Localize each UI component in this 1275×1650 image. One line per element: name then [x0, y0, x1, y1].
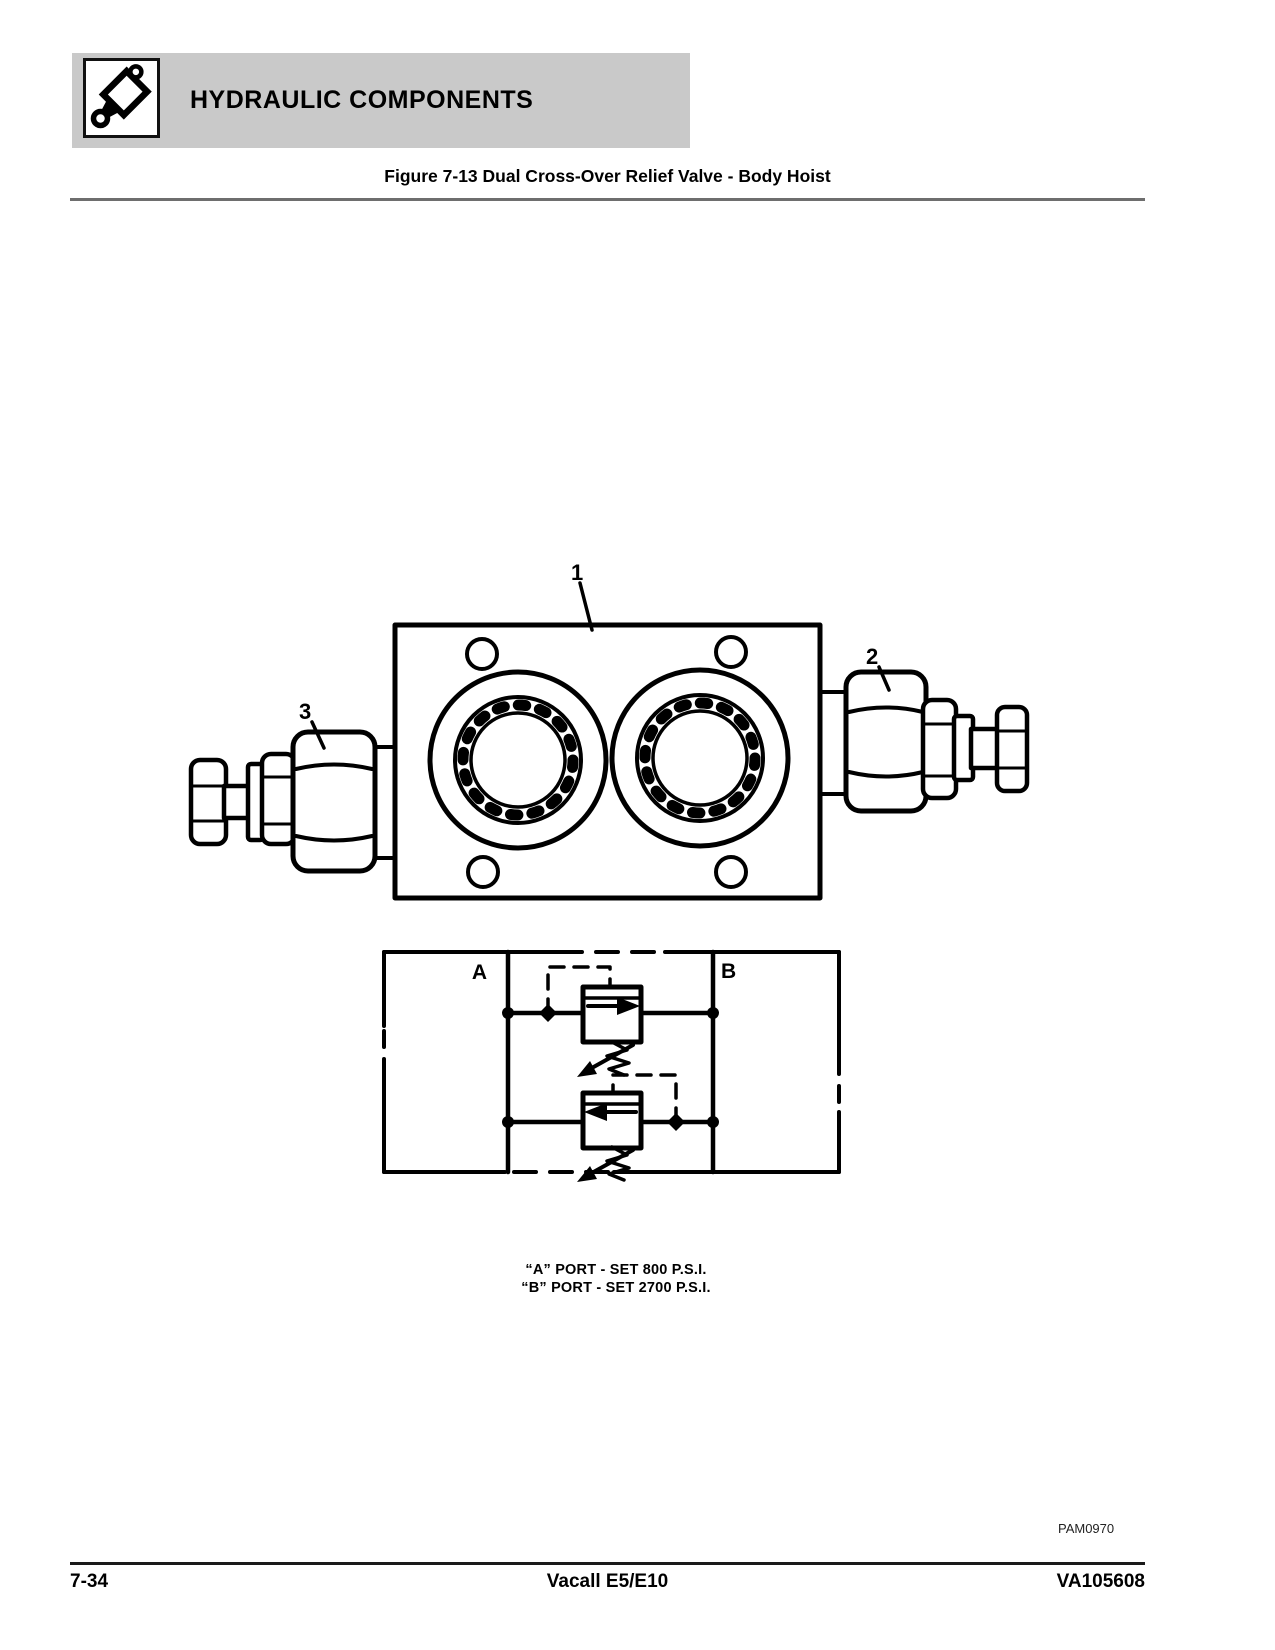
right-fitting [817, 669, 1030, 814]
callout-3-leader [310, 720, 326, 750]
hydraulic-cylinder-glyph [90, 64, 152, 129]
callout-3: 3 [299, 699, 311, 724]
pilot-line-lower [611, 1073, 678, 1124]
pressure-caption: “A” PORT - SET 800 P.S.I. “B” PORT - SET… [316, 1262, 916, 1297]
bolt-hole [714, 855, 748, 889]
header-bar [72, 53, 690, 148]
relief-valve-lower [580, 1090, 644, 1151]
pilot-line-upper [546, 965, 612, 1015]
callout-2: 2 [866, 644, 878, 669]
callout-1-leader [578, 581, 594, 632]
port-a-label: A [472, 961, 487, 984]
valve-block [392, 622, 823, 901]
bolt-hole [466, 855, 500, 889]
relief-valve-upper [580, 984, 644, 1045]
page-number: 7-34 [70, 1571, 109, 1592]
bolt-hole [714, 635, 748, 669]
caption-line-b: “B” PORT - SET 2700 P.S.I. [521, 1279, 711, 1296]
footer-model: Vacall E5/E10 [546, 1571, 669, 1592]
title-rule [70, 198, 1145, 201]
figure-code: PAM0970 [1058, 1521, 1115, 1536]
port-bore-right [609, 667, 791, 849]
port-b-label: B [721, 960, 736, 983]
footer-doc-number: VA105608 [1056, 1571, 1145, 1592]
caption-line-a: “A” PORT - SET 800 P.S.I. [525, 1262, 707, 1278]
figure-title: Figure 7-13 Dual Cross-Over Relief Valve… [384, 166, 831, 186]
left-fitting [188, 729, 399, 874]
hydraulic-cylinder-icon [83, 58, 160, 138]
callout-2-leader [877, 665, 891, 692]
hydraulic-schematic [382, 949, 841, 1182]
port-bore-left [427, 669, 609, 851]
bolt-hole [465, 637, 499, 671]
footer-rule [70, 1562, 1145, 1565]
section-title: HYDRAULIC COMPONENTS [190, 86, 534, 114]
callout-1: 1 [571, 560, 583, 585]
